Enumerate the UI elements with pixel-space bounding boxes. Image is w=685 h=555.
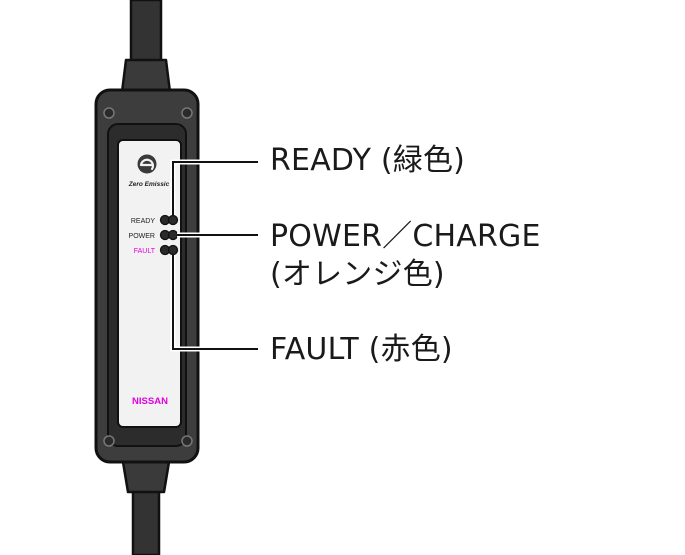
leader-line-ready bbox=[170, 159, 258, 215]
cable-top bbox=[129, 0, 163, 66]
power-led bbox=[159, 229, 179, 241]
cable-bottom bbox=[131, 488, 161, 555]
power-label: POWER bbox=[129, 233, 155, 240]
callout-power-charge-color: (オレンジ色) bbox=[270, 257, 445, 292]
screw-icon bbox=[103, 107, 193, 447]
callout-power-charge: POWER／CHARGE bbox=[270, 219, 541, 254]
callout-ready: READY (緑色) bbox=[270, 143, 466, 178]
ready-led bbox=[159, 214, 179, 226]
callout-fault: FAULT (赤色) bbox=[270, 332, 453, 367]
leader-line-fault bbox=[170, 255, 258, 352]
brand-label: NISSAN bbox=[132, 396, 168, 407]
ready-label: READY bbox=[131, 218, 155, 225]
front-panel bbox=[117, 139, 182, 428]
zero-emission-logo-icon bbox=[137, 154, 157, 174]
strain-relief-top bbox=[120, 58, 172, 94]
logo-text: Zero Emissic bbox=[128, 181, 170, 188]
fault-label: FAULT bbox=[134, 248, 156, 255]
fault-led bbox=[159, 244, 179, 256]
